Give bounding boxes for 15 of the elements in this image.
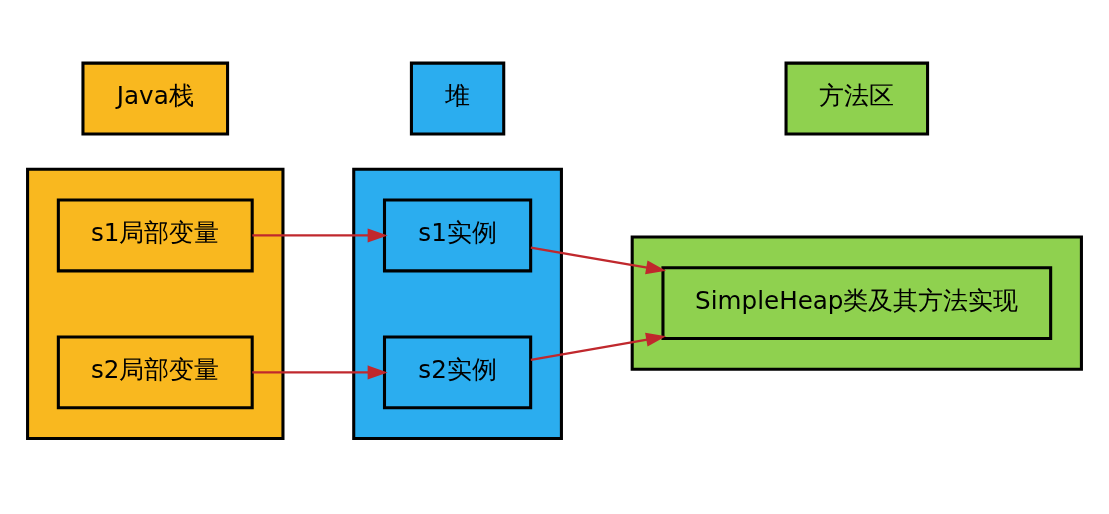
node-box: s1实例: [382, 198, 533, 273]
node-box: s2局部变量: [56, 335, 254, 410]
arrow: [252, 365, 388, 380]
node-box: s1局部变量: [56, 198, 254, 273]
node-box: Java栈: [81, 61, 230, 136]
node-box: 方法区: [784, 61, 930, 136]
cluster: [630, 235, 1083, 371]
arrow: [530, 332, 667, 361]
cluster: [352, 167, 563, 441]
node-box: SimpleHeap类及其方法实现: [661, 266, 1053, 341]
arrow: [530, 246, 667, 275]
cluster: [26, 167, 285, 441]
node-box: s2实例: [382, 335, 533, 410]
arrow: [252, 228, 388, 243]
node-box: 堆: [409, 61, 506, 136]
